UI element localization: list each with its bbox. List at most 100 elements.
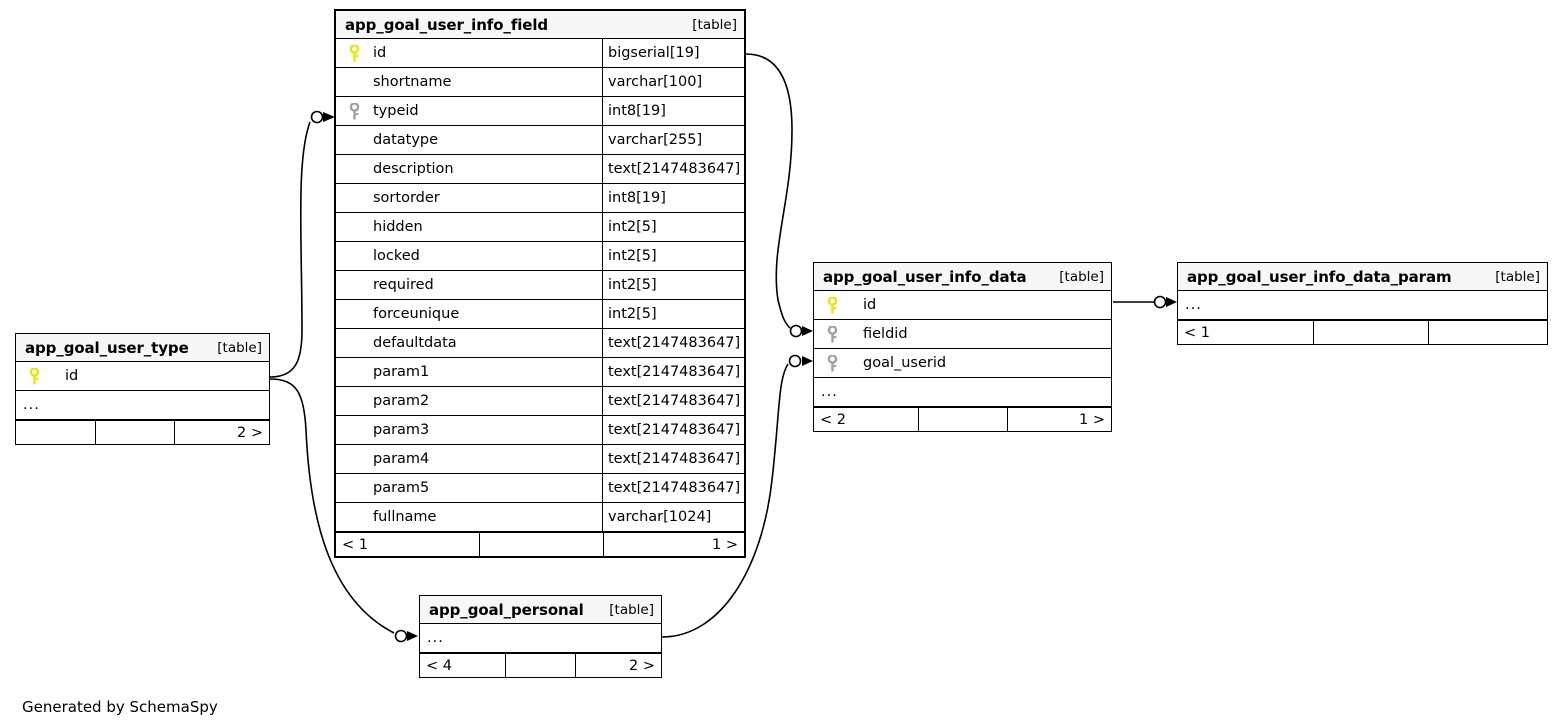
table-type-tag: [table] [1495,268,1540,285]
column-name: forceunique [373,306,460,322]
footer-parents-count[interactable]: < 1 [1184,324,1210,341]
footer-parents-count[interactable]: < 4 [426,657,452,674]
footer-middle [1313,321,1428,344]
table-header: app_goal_user_info_data_param [table] [1178,263,1547,291]
column-row[interactable]: param5 text[2147483647] [336,474,744,503]
table-header: app_goal_personal [table] [420,596,661,624]
footer-children-count [1428,321,1547,344]
column-row[interactable]: id [16,362,269,391]
table-title: app_goal_user_info_field [345,15,549,34]
column-type: int2[5] [602,300,744,328]
column-name: typeid [373,103,419,119]
column-type: text[2147483647] [602,358,744,386]
column-name: fullname [373,509,437,525]
column-type: bigserial[19] [602,39,744,67]
column-name-cell: fieldid [814,320,1111,348]
column-row[interactable]: sortorder int8[19] [336,184,744,213]
edge-user-type-to-field-typeid [269,110,335,378]
ellipsis-label: ... [427,630,444,646]
primary-key-icon [821,296,843,314]
column-row[interactable]: param2 text[2147483647] [336,387,744,416]
column-name: defaultdata [373,335,457,351]
table-header: app_goal_user_info_field [table] [336,11,744,39]
column-name-cell: ... [1178,291,1547,319]
column-name-cell: description [336,155,602,183]
column-type: text[2147483647] [602,329,744,357]
column-name-cell: ... [16,391,269,419]
column-row-ellipsis: ... [1178,291,1547,320]
column-type: varchar[100] [602,68,744,96]
column-name: datatype [373,132,439,148]
column-row[interactable]: fieldid [814,320,1111,349]
column-row[interactable]: description text[2147483647] [336,155,744,184]
table-app-goal-user-info-data-param[interactable]: app_goal_user_info_data_param [table] ..… [1177,262,1548,345]
column-name-cell: param1 [336,358,602,386]
generated-by-caption: Generated by SchemaSpy [22,698,218,716]
table-type-tag: [table] [692,16,737,33]
footer-parents-count[interactable]: < 1 [342,536,368,553]
table-app-goal-user-info-data[interactable]: app_goal_user_info_data [table] id [813,262,1112,432]
footer-children-count[interactable]: 2 > [575,654,661,677]
table-type-tag: [table] [217,339,262,356]
table-footer: < 2 1 > [814,407,1111,431]
table-type-tag: [table] [609,601,654,618]
table-title: app_goal_user_info_data_param [1187,267,1452,286]
table-footer: < 1 [1178,320,1547,344]
column-type: int8[19] [602,184,744,212]
column-name-cell: forceunique [336,300,602,328]
column-row[interactable]: defaultdata text[2147483647] [336,329,744,358]
footer-children-count[interactable]: 1 > [603,533,744,556]
column-row[interactable]: goal_userid [814,349,1111,378]
column-name: locked [373,248,420,264]
table-title: app_goal_user_info_data [823,267,1027,286]
column-name: param4 [373,451,430,467]
footer-middle [479,533,603,556]
column-name: required [373,277,434,293]
column-name-cell: goal_userid [814,349,1111,377]
column-row[interactable]: shortname varchar[100] [336,68,744,97]
foreign-key-icon [343,102,365,120]
column-row[interactable]: param4 text[2147483647] [336,445,744,474]
column-row-ellipsis: ... [814,378,1111,407]
column-row[interactable]: fullname varchar[1024] [336,503,744,532]
table-footer: < 1 1 > [336,532,744,556]
column-row[interactable]: id [814,291,1111,320]
column-name-cell: id [16,362,269,390]
column-name: hidden [373,219,423,235]
column-name-cell: ... [814,378,1111,406]
column-type: text[2147483647] [602,155,744,183]
ellipsis-label: ... [23,397,40,413]
footer-parents-count[interactable]: < 2 [820,411,846,428]
footer-middle [918,408,1007,431]
column-row[interactable]: forceunique int2[5] [336,300,744,329]
column-row[interactable]: datatype varchar[255] [336,126,744,155]
table-app-goal-user-info-field[interactable]: app_goal_user_info_field [table] id bigs… [334,9,746,558]
column-type: text[2147483647] [602,445,744,473]
column-row[interactable]: param1 text[2147483647] [336,358,744,387]
footer-children-count[interactable]: 2 > [174,421,269,444]
footer-middle [95,421,174,444]
column-name: id [373,45,387,61]
column-row-ellipsis: ... [16,391,269,420]
column-row[interactable]: locked int2[5] [336,242,744,271]
column-name-cell: typeid [336,97,602,125]
footer-parents-count [16,421,95,444]
column-row[interactable]: id bigserial[19] [336,39,744,68]
column-row[interactable]: hidden int2[5] [336,213,744,242]
column-name: param1 [373,364,430,380]
column-name: param2 [373,393,430,409]
column-type: int2[5] [602,213,744,241]
column-name-cell: sortorder [336,184,602,212]
column-row[interactable]: required int2[5] [336,271,744,300]
table-app-goal-user-type[interactable]: app_goal_user_type [table] id ... [15,333,270,445]
column-type: int8[19] [602,97,744,125]
footer-children-count[interactable]: 1 > [1007,408,1111,431]
edge-data-id-to-param [1113,295,1177,309]
column-type: text[2147483647] [602,387,744,415]
column-name-cell: fullname [336,503,602,531]
column-name: param3 [373,422,430,438]
column-row[interactable]: param3 text[2147483647] [336,416,744,445]
table-app-goal-personal[interactable]: app_goal_personal [table] ... < 4 2 > [419,595,662,678]
column-name-cell: param2 [336,387,602,415]
column-row[interactable]: typeid int8[19] [336,97,744,126]
